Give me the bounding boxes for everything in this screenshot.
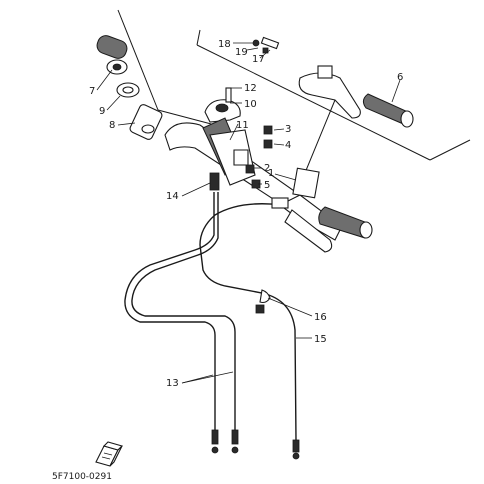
callout-6: 6 (397, 72, 403, 83)
callout-14: 14 (166, 191, 179, 202)
washer-part-9 (116, 82, 140, 98)
callout-13: 13 (166, 378, 179, 389)
lever-cable-part-15 (199, 197, 300, 460)
callout-10: 10 (244, 99, 257, 110)
front-direction-icon (95, 441, 124, 467)
callout-17: 17 (252, 54, 265, 65)
cable-end-fittings (211, 429, 239, 454)
throttle-cables (124, 192, 239, 454)
callout-7: 7 (89, 86, 95, 97)
handlebar-right-end (278, 167, 373, 253)
callout-5: 5 (264, 180, 270, 191)
callout-19: 19 (235, 47, 248, 58)
throttle-housing (202, 87, 273, 189)
callout-1: 1 (268, 168, 274, 179)
cable-clamp-part-16 (255, 289, 271, 314)
callout-16: 16 (314, 312, 327, 323)
callout-3: 3 (285, 124, 291, 135)
callout-15: 15 (314, 334, 327, 345)
lever-bolt-parts (252, 36, 280, 54)
handlebar-panel-outline (117, 9, 471, 186)
part-code-label: 5F7100-0291 (52, 472, 112, 482)
grip-part-7 (96, 35, 128, 75)
callout-9: 9 (99, 106, 105, 117)
callout-12: 12 (244, 83, 257, 94)
callout-11: 11 (236, 120, 249, 131)
callout-4: 4 (285, 140, 291, 151)
cable-end-part-14 (209, 172, 220, 191)
callout-8: 8 (109, 120, 115, 131)
right-lever-assembly (298, 65, 414, 128)
left-grip-assembly (96, 35, 163, 140)
callout-2: 2 (264, 163, 270, 174)
leader-lines (96, 42, 401, 384)
callout-labels: 1 2 3 4 5 6 7 8 9 10 11 12 13 14 15 16 1… (89, 39, 403, 389)
holder-part-8 (129, 104, 163, 140)
callout-18: 18 (218, 39, 231, 50)
